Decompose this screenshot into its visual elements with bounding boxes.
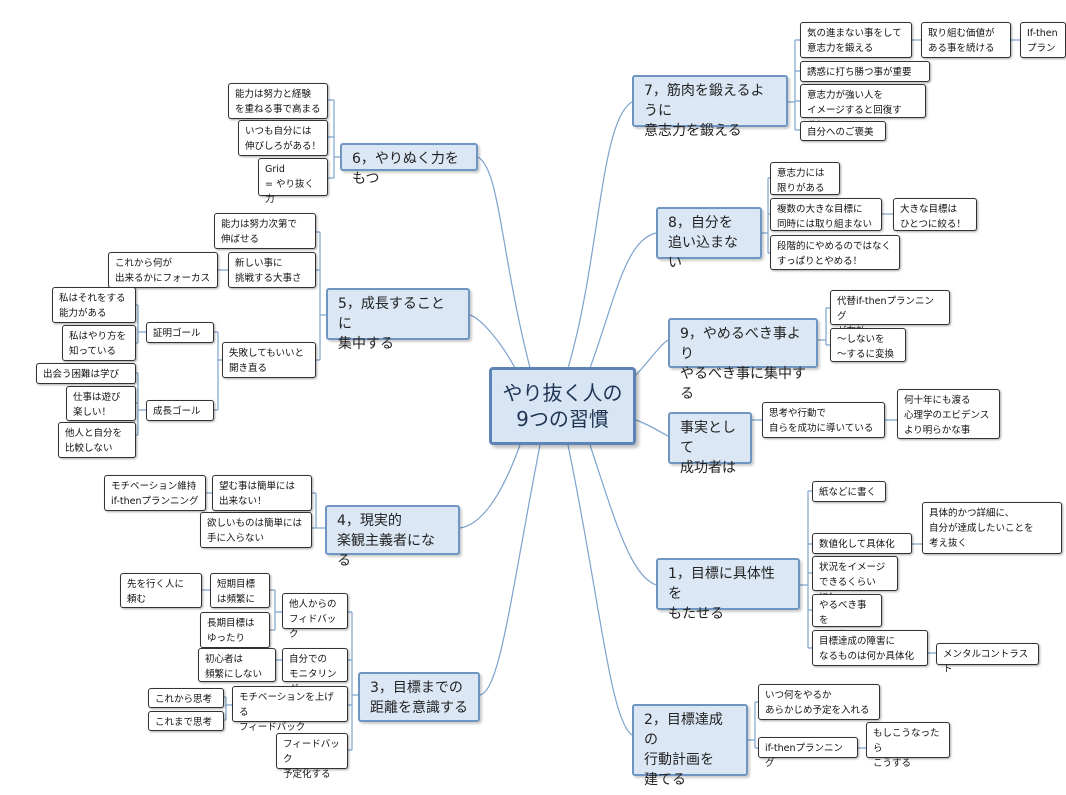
edge-center-b7 [567, 101, 633, 369]
leaf-b3d[interactable]: フィードバック 予定化する [276, 733, 348, 780]
topic-5[interactable]: 5，成長することに 集中する [326, 288, 470, 352]
leaf-b4a1[interactable]: モチベーション維持 if-thenプランニング [104, 475, 206, 511]
leaf-b2b1[interactable]: もしこうなったら こうする [866, 722, 950, 769]
leaf-b1c[interactable]: 状況をイメージ できるくらいに！ [812, 556, 898, 603]
leaf-bja[interactable]: 思考や行動で 自らを成功に導いている [762, 402, 885, 438]
leaf-b9b[interactable]: ～しないを ～するに変換 [830, 328, 906, 362]
leaf-b7a2[interactable]: If-then プランニング [1020, 22, 1066, 58]
edge-center-b8 [589, 232, 657, 369]
leaf-b8b[interactable]: 複数の大きな目標に 同時には取り組まない [770, 198, 882, 231]
leaf-b5c1[interactable]: 証明ゴール [146, 322, 214, 343]
leaf-b1b[interactable]: 数値化して具体化 [812, 533, 912, 554]
leaf-b1b1[interactable]: 具体的かつ詳細に、 自分が達成したいことを 考え抜く [922, 502, 1062, 554]
topic-7[interactable]: 7，筋肉を鍛えるように 意志力を鍛える [632, 75, 788, 139]
leaf-b5b[interactable]: 新しい事に 挑戦する大事さ [228, 252, 316, 288]
leaf-b7b[interactable]: 誘惑に打ち勝つ事が重要 [800, 61, 930, 82]
leaf-b4a[interactable]: 望む事は簡単には 出来ない！ [212, 475, 312, 511]
edge-center-b5 [469, 314, 516, 369]
leaf-b3b1[interactable]: 初心者は 頻繁にしない [198, 648, 276, 682]
leaf-b3b[interactable]: 自分での モニタリング [282, 648, 348, 695]
edge-center-b4 [459, 444, 521, 529]
leaf-b3a1[interactable]: 短期目標 は頻繁に [210, 573, 270, 608]
leaf-b5b1[interactable]: これから何が 出来るかにフォーカス [108, 252, 218, 288]
edge-center-b6 [477, 156, 531, 369]
edge-center-b1 [589, 444, 657, 586]
leaf-b8b1[interactable]: 大きな目標は ひとつに絞る！ [893, 198, 977, 231]
topic-9[interactable]: 9，やめるべき事より やるべき事に集中する [668, 318, 818, 402]
topic-3[interactable]: 3，目標までの 距離を意識する [358, 672, 480, 722]
topic-4[interactable]: 4，現実的 楽観主義者になる [325, 505, 460, 569]
leaf-b5c2[interactable]: 成長ゴール [146, 400, 214, 421]
edge-center-b9 [635, 339, 669, 376]
leaf-b3c[interactable]: モチベーションを上げる フィードバック [232, 686, 348, 733]
leaf-b5c2a[interactable]: 出会う困難は学び [36, 363, 136, 384]
leaf-b5c2b[interactable]: 仕事は遊び 楽しい！ [66, 386, 136, 421]
topic-8[interactable]: 8，自分を 追い込まない [656, 207, 762, 271]
leaf-bja1[interactable]: 何十年にも渡る 心理学のエビデンス より明らかな事 [897, 389, 1000, 439]
leaf-b3a2[interactable]: 長期目標は ゆったり [200, 612, 270, 648]
leaf-b7a[interactable]: 気の進まない事をして 意志力を鍛える [800, 22, 912, 58]
leaf-b2b[interactable]: if-thenプランニング [758, 737, 858, 769]
edge-center-b3 [479, 444, 541, 696]
leaf-b8c[interactable]: 段階的にやめるのではなく すっぱりとやめる！ [770, 235, 900, 270]
leaf-b2a[interactable]: いつ何をやるか あらかじめ予定を入れる [758, 684, 880, 720]
leaf-b8a[interactable]: 意志力には 限りがある [770, 162, 840, 195]
central-topic[interactable]: やり抜く人の 9つの習慣 [489, 367, 636, 445]
leaf-b5c1b[interactable]: 私はやり方を 知っている [62, 325, 136, 361]
leaf-b5a[interactable]: 能力は努力次第で 伸ばせる [214, 213, 316, 249]
edge-center-bj [635, 419, 669, 437]
leaf-b6c[interactable]: Grid = やり抜く力 [258, 158, 328, 205]
leaf-b5c2c[interactable]: 他人と自分を 比較しない [58, 422, 136, 458]
leaf-b3c1[interactable]: これから思考 [148, 688, 224, 708]
leaf-b7a1[interactable]: 取り組む価値が ある事を続ける [921, 22, 1011, 58]
topic-1[interactable]: 1，目標に具体性を もたせる [656, 558, 800, 622]
leaf-b1d[interactable]: やるべき事を 具体化する [812, 594, 882, 641]
leaf-b4b[interactable]: 欲しいものは簡単には 手に入らない [200, 512, 312, 548]
leaf-b7d[interactable]: 自分へのご褒美 [800, 121, 886, 141]
edge-center-b2 [567, 444, 633, 736]
leaf-b3a[interactable]: 他人からの フィドバック [282, 593, 348, 640]
leaf-b1a[interactable]: 紙などに書く [812, 481, 886, 502]
topic-6[interactable]: 6，やりぬく力をもつ [340, 143, 478, 187]
leaf-b5c1a[interactable]: 私はそれをする 能力がある [52, 287, 136, 323]
leaf-b7c[interactable]: 意志力が強い人を イメージすると回復する！ [800, 84, 926, 131]
topic-fact[interactable]: 事実として 成功者は [668, 412, 752, 476]
leaf-b6b[interactable]: いつも自分には 伸びしろがある！ [238, 120, 328, 156]
leaf-b1e1[interactable]: メンタルコントラスト [936, 643, 1039, 675]
leaf-b5c[interactable]: 失敗してもいいと 開き直る [222, 342, 316, 378]
leaf-b9a[interactable]: 代替if-thenプランニング が有効 [830, 290, 950, 337]
leaf-b3a1a[interactable]: 先を行く人に 頼む [120, 573, 202, 608]
leaf-b6a[interactable]: 能力は努力と経験 を重ねる事で高まる [228, 83, 328, 119]
leaf-b1e[interactable]: 目標達成の障害に なるものは何か具体化 [812, 630, 928, 666]
topic-2[interactable]: 2，目標達成の 行動計画を 建てる [632, 704, 748, 788]
leaf-b3c2[interactable]: これまで思考 [148, 711, 224, 731]
